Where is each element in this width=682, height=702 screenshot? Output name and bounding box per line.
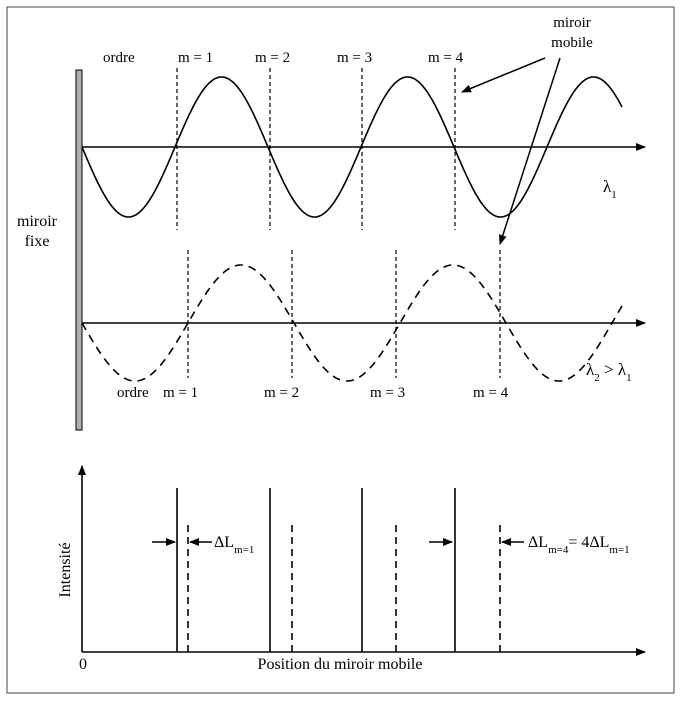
top-order-label-2: m = 2 — [255, 50, 290, 66]
delta1-label: ΔLm=1 — [214, 534, 254, 556]
mirror-mobile-label-line2: mobile — [551, 35, 593, 51]
top-order-label-1: m = 1 — [178, 50, 213, 66]
mirror-mobile-arrow-bottom — [498, 57, 561, 245]
origin-label: 0 — [79, 656, 87, 673]
fixed-mirror — [75, 69, 83, 431]
mid-order-label-1: m = 1 — [163, 385, 198, 401]
figure-frame — [6, 6, 675, 694]
mid-order-prefix: ordre — [117, 385, 149, 401]
mirror-mobile-arrow-top — [461, 57, 546, 93]
mid-order-label-4: m = 4 — [473, 385, 509, 401]
top-order-label-3: m = 3 — [337, 50, 372, 66]
wave-lambda2 — [81, 264, 623, 382]
mirror-mobile-label-line1: miroir — [553, 15, 591, 31]
lambda1-label: λ1 — [603, 177, 617, 201]
intensity-x-label: Position du miroir mobile — [258, 656, 423, 673]
mid-order-label-3: m = 3 — [370, 385, 405, 401]
intensity-y-label: Intensité — [57, 542, 74, 597]
mid-order-label-2: m = 2 — [264, 385, 299, 401]
lambda2-relation-label: λ2 > λ1 — [586, 360, 632, 384]
top-order-prefix: ordre — [103, 50, 135, 66]
mirror-fixed-label-line2: fixe — [25, 233, 50, 250]
top-order-label-4: m = 4 — [428, 50, 464, 66]
wave-lambda1 — [81, 76, 623, 218]
delta4-label: ΔLm=4= 4ΔLm=1 — [528, 534, 630, 556]
mirror-fixed-label-line1: miroir — [17, 213, 58, 230]
